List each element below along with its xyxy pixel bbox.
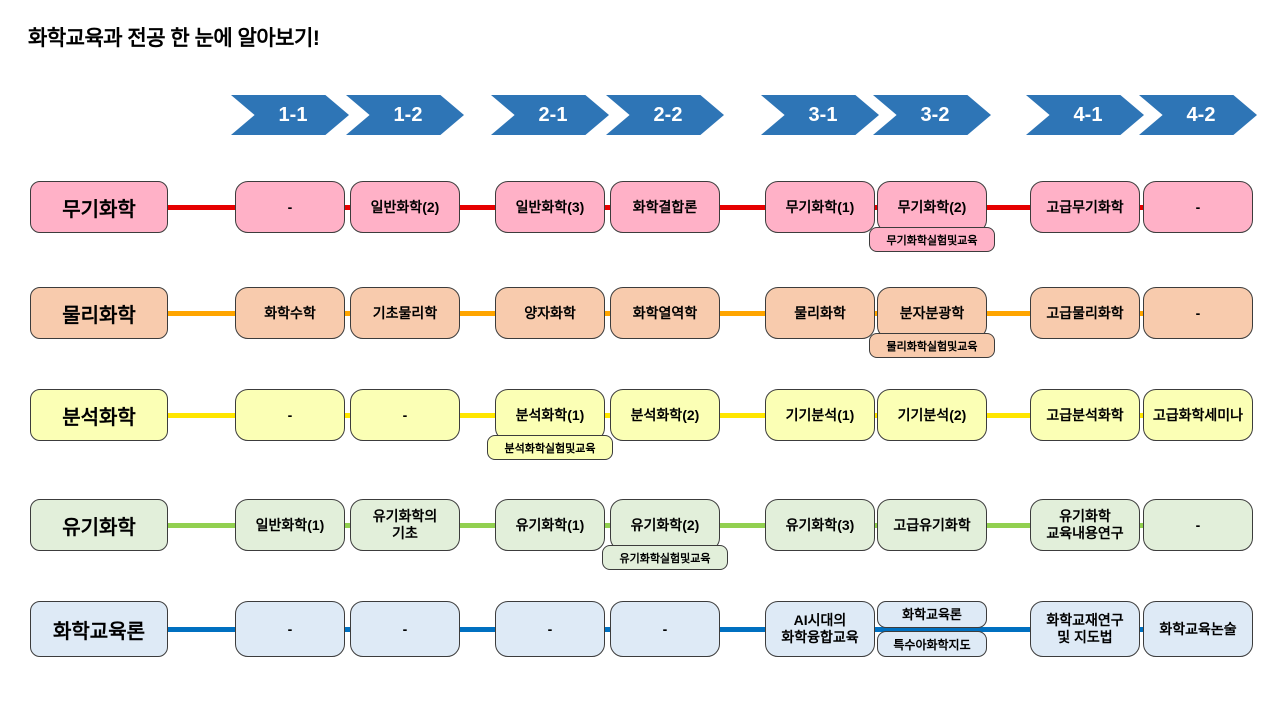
semester-chevron-2-2: 2-2 (606, 95, 724, 135)
row-organic-chemistry: 유기화학 일반화학(1) 유기화학의 기초 유기화학(1) 유기화학(2) 유기… (0, 499, 1280, 570)
row-label: 분석화학 (30, 389, 168, 441)
course-box: 고급분석화학 (1030, 389, 1140, 441)
sub-course-box: 유기화학실험및교육 (602, 545, 728, 570)
course-box: 기초물리학 (350, 287, 460, 339)
course-box: 화학교육론 (877, 601, 987, 628)
row-label: 무기화학 (30, 181, 168, 233)
course-box: 분자분광학 (877, 287, 987, 339)
course-box: 유기화학 교육내용연구 (1030, 499, 1140, 551)
course-box: 화학결합론 (610, 181, 720, 233)
course-box: 유기화학(1) (495, 499, 605, 551)
course-box: - (350, 601, 460, 657)
course-box: - (235, 389, 345, 441)
course-box: 일반화학(1) (235, 499, 345, 551)
semester-label: 4-2 (1186, 103, 1216, 126)
course-box: 무기화학(1) (765, 181, 875, 233)
course-box: AI시대의 화학융합교육 (765, 601, 875, 657)
semester-chevron-2-1: 2-1 (491, 95, 609, 135)
course-box: 무기화학(2) (877, 181, 987, 233)
course-box: - (610, 601, 720, 657)
semester-label: 2-2 (653, 103, 683, 126)
semester-label: 4-1 (1073, 103, 1103, 126)
course-box: 고급물리화학 (1030, 287, 1140, 339)
semester-chevron-4-2: 4-2 (1139, 95, 1257, 135)
course-box: 기기분석(1) (765, 389, 875, 441)
semester-label: 3-1 (808, 103, 838, 126)
row-analytical-chemistry: 분석화학 - - 분석화학(1) 분석화학(2) 기기분석(1) 기기분석(2)… (0, 389, 1280, 460)
course-box: 화학열역학 (610, 287, 720, 339)
course-box: 화학수학 (235, 287, 345, 339)
course-box: - (1143, 181, 1253, 233)
course-box: - (350, 389, 460, 441)
row-chemistry-education: 화학교육론 - - - - AI시대의 화학융합교육 화학교육론 화학교재연구 … (0, 601, 1280, 657)
semester-label: 2-1 (538, 103, 568, 126)
row-label: 물리화학 (30, 287, 168, 339)
sub-course-box: 특수아화학지도 (877, 631, 987, 657)
row-label: 화학교육론 (30, 601, 168, 657)
sub-course-box: 분석화학실험및교육 (487, 435, 613, 460)
page-title: 화학교육과 전공 한 눈에 알아보기! (28, 27, 320, 50)
course-box: 기기분석(2) (877, 389, 987, 441)
course-box: 유기화학(3) (765, 499, 875, 551)
course-box: 일반화학(3) (495, 181, 605, 233)
course-box: 분석화학(2) (610, 389, 720, 441)
row-label: 유기화학 (30, 499, 168, 551)
course-box: - (495, 601, 605, 657)
course-box: 화학교육논술 (1143, 601, 1253, 657)
course-box: 고급무기화학 (1030, 181, 1140, 233)
course-box: 분석화학(1) (495, 389, 605, 441)
semester-label: 1-2 (393, 103, 423, 126)
semester-chevron-3-1: 3-1 (761, 95, 879, 135)
row-physical-chemistry: 물리화학 화학수학 기초물리학 양자화학 화학열역학 물리화학 분자분광학 고급… (0, 287, 1280, 358)
course-box: - (1143, 287, 1253, 339)
semester-chevron-3-2: 3-2 (873, 95, 991, 135)
course-box: - (235, 181, 345, 233)
semester-chevron-1-1: 1-1 (231, 95, 349, 135)
semester-label: 3-2 (920, 103, 950, 126)
row-inorganic-chemistry: 무기화학 - 일반화학(2) 일반화학(3) 화학결합론 무기화학(1) 무기화… (0, 181, 1280, 252)
course-box: 유기화학(2) (610, 499, 720, 551)
course-box: 고급유기화학 (877, 499, 987, 551)
sub-course-box: 물리화학실험및교육 (869, 333, 995, 358)
course-box: 양자화학 (495, 287, 605, 339)
semester-label: 1-1 (278, 103, 308, 126)
course-box: 고급화학세미나 (1143, 389, 1253, 441)
sub-course-box: 무기화학실험및교육 (869, 227, 995, 252)
course-box: 유기화학의 기초 (350, 499, 460, 551)
semester-chevron-4-1: 4-1 (1026, 95, 1144, 135)
course-box: 일반화학(2) (350, 181, 460, 233)
course-box: - (1143, 499, 1253, 551)
course-box: 물리화학 (765, 287, 875, 339)
semester-chevron-1-2: 1-2 (346, 95, 464, 135)
course-box: - (235, 601, 345, 657)
course-box: 화학교재연구 및 지도법 (1030, 601, 1140, 657)
